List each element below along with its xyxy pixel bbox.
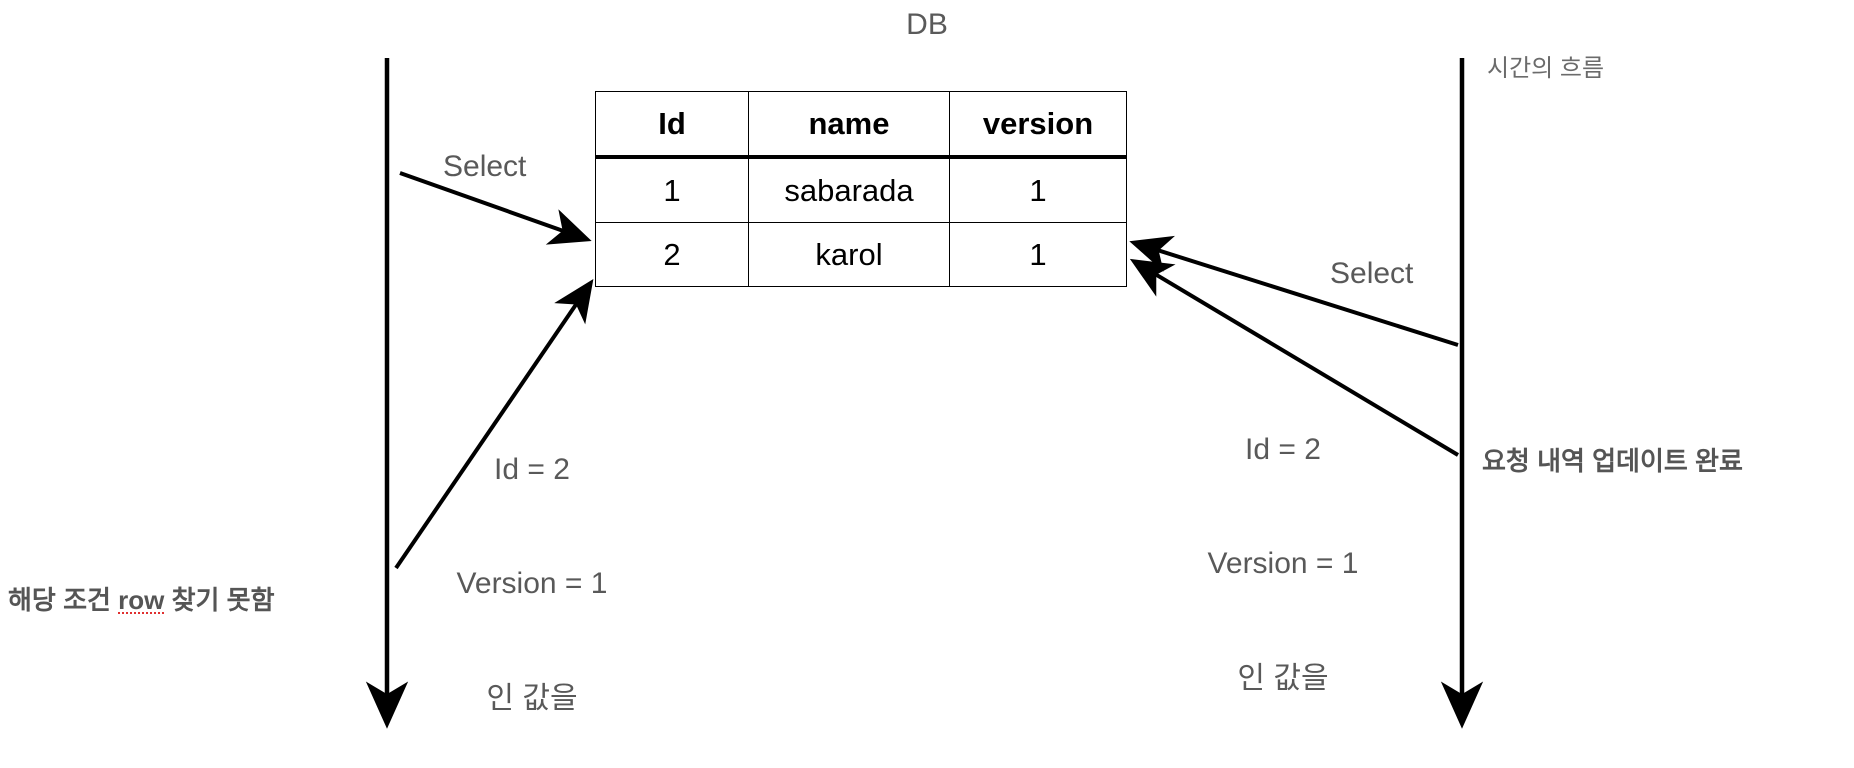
right-update-request-note: Id = 2 Version = 1 인 값을 name = Karol2 Ve… (1103, 355, 1463, 768)
cell-id: 2 (595, 222, 749, 287)
page-title: DB (906, 8, 948, 41)
left-result-note-suffix: 찾기 못함 (164, 585, 275, 615)
left-update-request-note: Id = 2 Version = 1 인 값을 name = Karol1 Ve… (352, 375, 712, 768)
left-select-label: Select (443, 150, 527, 183)
right-note-line-2: Version = 1 (1207, 547, 1359, 581)
db-table: Id name version 1 sabarada 1 2 karol 1 (595, 91, 1127, 287)
right-select-label: Select (1330, 257, 1414, 290)
cell-name: karol (748, 222, 950, 287)
column-header-version: version (949, 91, 1127, 159)
left-note-line-3: 인 값을 (486, 681, 578, 715)
time-axis-label: 시간의 흐름 (1487, 55, 1605, 82)
table-row: 2 karol 1 (595, 222, 1127, 287)
table-row: 1 sabarada 1 (595, 156, 1127, 223)
left-note-line-2: Version = 1 (456, 567, 608, 601)
cell-id: 1 (595, 156, 749, 223)
right-note-line-1: Id = 2 (1245, 433, 1321, 467)
left-result-note: 해당 조건 row 찾기 못함 (8, 584, 275, 617)
cell-version: 1 (949, 222, 1127, 287)
table-header-row: Id name version (595, 91, 1127, 159)
right-result-note: 요청 내역 업데이트 완료 (1482, 446, 1743, 476)
left-note-line-1: Id = 2 (494, 453, 570, 487)
right-note-line-3: 인 값을 (1237, 661, 1329, 695)
column-header-id: Id (595, 91, 749, 159)
left-result-note-prefix: 해당 조건 (8, 585, 119, 615)
left-result-note-marked: row (118, 585, 165, 615)
column-header-name: name (748, 91, 950, 159)
cell-version: 1 (949, 156, 1127, 223)
cell-name: sabarada (748, 156, 950, 223)
